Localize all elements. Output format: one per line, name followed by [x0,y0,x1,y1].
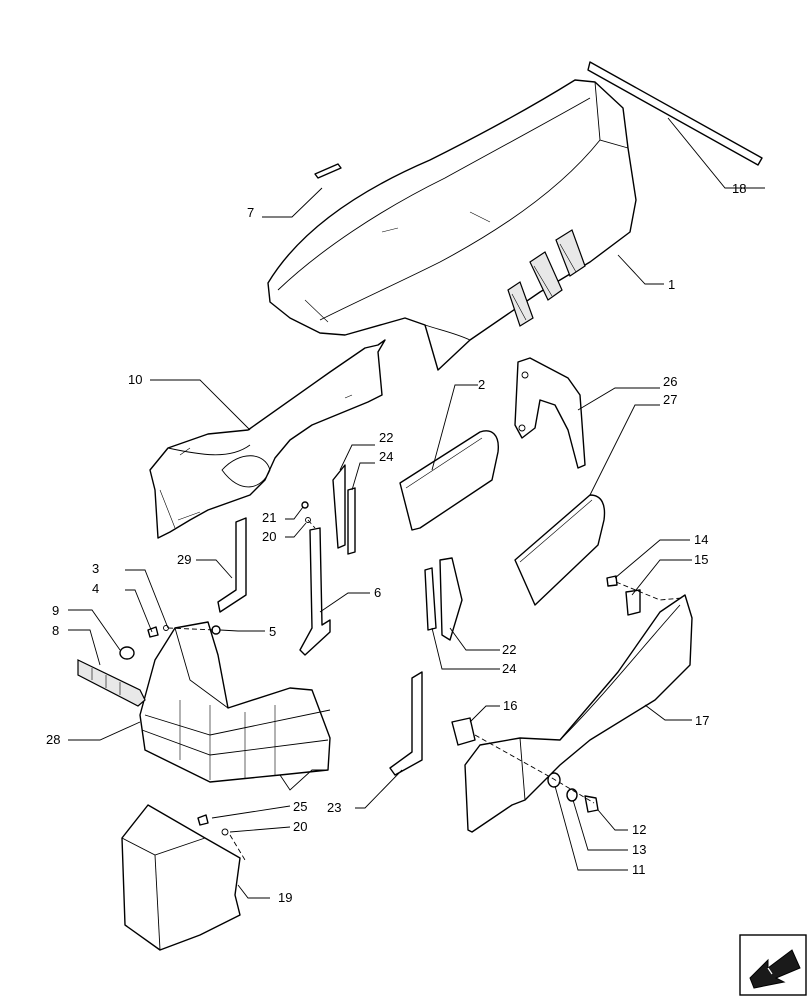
callout-27: 27 [663,392,677,407]
callout-24-upper: 24 [379,449,393,464]
part-24-strip-lower [424,567,437,631]
callout-4: 4 [92,581,99,596]
part-26-bracket [514,357,586,469]
part-22-strip-lower [439,557,463,641]
callout-20-lower: 20 [293,819,307,834]
callout-1: 1 [668,277,675,292]
callout-20-upper: 20 [262,529,276,544]
fasteners [147,501,641,836]
part-27-inner-panel [514,494,606,606]
part-1-hood [267,79,637,371]
callout-25: 25 [293,799,307,814]
callout-29: 29 [177,552,191,567]
part-19-lower-panel [121,804,241,951]
callout-21: 21 [262,510,276,525]
callout-18: 18 [732,181,746,196]
part-28-front-cowl [139,621,331,791]
callout-22-lower: 22 [502,642,516,657]
part-9-bush [119,646,135,660]
callout-10: 10 [128,372,142,387]
callout-24-lower: 24 [502,661,516,676]
part-23-bracket [389,671,423,776]
part-17-lower-panel [464,594,693,833]
part-8-grip [77,659,146,707]
callout-26: 26 [663,374,677,389]
callout-15: 15 [694,552,708,567]
next-page-arrow-icon[interactable] [739,934,807,996]
part-22-strip-upper [332,464,346,549]
callout-19: 19 [278,890,292,905]
callout-28: 28 [46,732,60,747]
part-24-strip-upper [347,487,356,555]
callout-14: 14 [694,532,708,547]
callout-6: 6 [374,585,381,600]
callout-7: 7 [247,205,254,220]
part-7-badge [314,163,342,179]
part-2-inner-panel [399,430,499,531]
callout-17: 17 [695,713,709,728]
callout-2: 2 [478,377,485,392]
assembly-lines [167,519,683,861]
part-10-side-panel [149,339,386,539]
callout-9: 9 [52,603,59,618]
callout-11: 11 [632,862,646,877]
callout-23: 23 [327,800,341,815]
leader-lines [68,117,765,899]
callout-5: 5 [269,624,276,639]
part-29-bracket [217,517,247,613]
callout-13: 13 [632,842,646,857]
part-6-bracket [299,527,331,656]
callout-8: 8 [52,623,59,638]
callout-22-upper: 22 [379,430,393,445]
callout-labels: 1 2 3 4 5 6 7 8 9 10 11 12 13 14 15 16 1… [46,181,746,905]
callout-16: 16 [503,698,517,713]
callout-12: 12 [632,822,646,837]
part-18-seal-strip [587,61,763,166]
callout-3: 3 [92,561,99,576]
